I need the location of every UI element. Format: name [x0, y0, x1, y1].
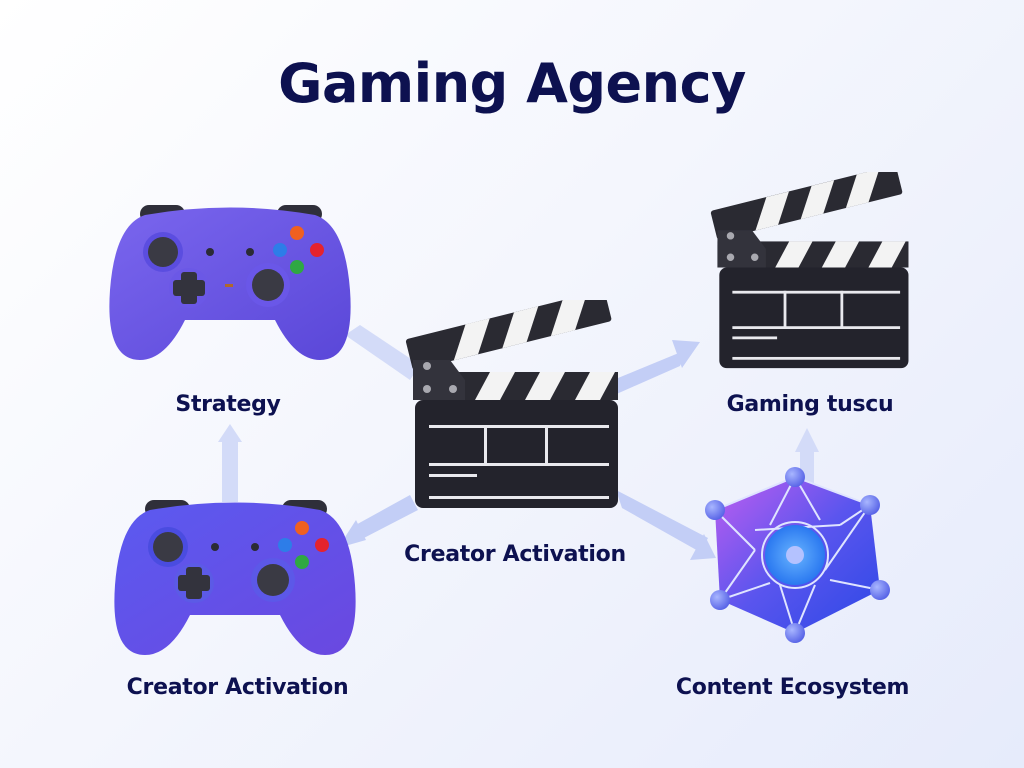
node-label-gaming: Gaming tuscu	[726, 392, 894, 417]
network-icon	[705, 467, 890, 643]
connector-center-gaming-arrow	[612, 340, 700, 396]
node-center	[405, 290, 625, 515]
node-ecosystem	[700, 465, 900, 645]
clapperboard-icon	[405, 290, 618, 508]
gamepad-icon	[114, 500, 356, 655]
node-creator	[110, 495, 360, 665]
gamepad-icon	[109, 205, 351, 360]
connector-creator-strategy-arrow	[218, 424, 242, 502]
connector-center-strategy	[345, 325, 420, 380]
connector-center-ecosystem-arrow	[616, 490, 716, 560]
node-gaming	[710, 165, 915, 377]
page-title: Gaming Agency	[278, 52, 746, 115]
node-label-strategy: Strategy	[175, 392, 281, 417]
node-label-creator: Creator Activation	[126, 675, 349, 700]
node-strategy	[105, 200, 355, 370]
clapperboard-icon	[710, 165, 909, 369]
node-label-center: Creator Activation	[404, 542, 626, 567]
node-label-ecosystem: Content Ecosystem	[675, 675, 910, 700]
